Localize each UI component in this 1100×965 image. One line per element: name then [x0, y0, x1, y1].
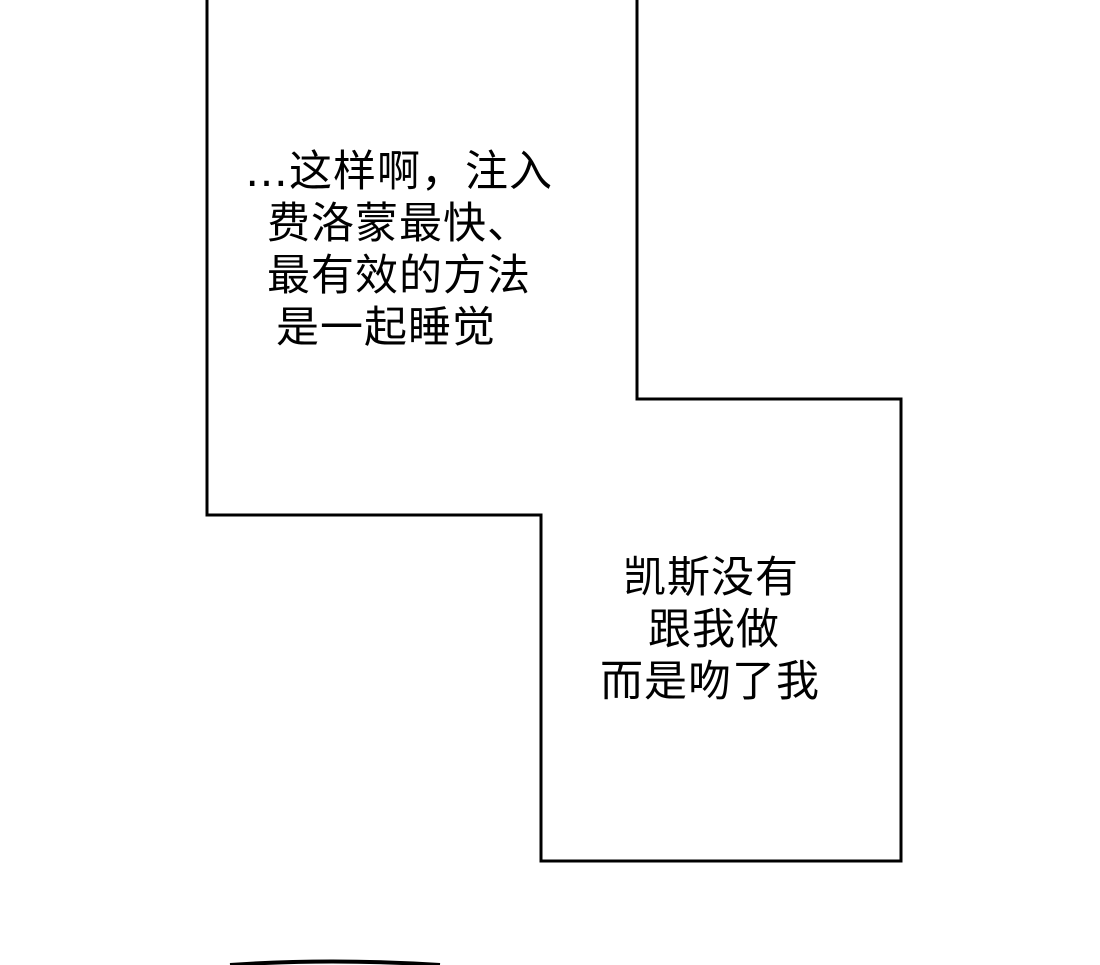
dialogue-line: 最有效的方法	[267, 251, 531, 301]
dialogue-line: 而是吻了我	[600, 657, 820, 707]
dialogue-line: 费洛蒙最快、	[267, 199, 531, 249]
panel-border	[205, 0, 903, 863]
dialogue-line: 跟我做	[648, 605, 780, 655]
next-panel-edge	[229, 959, 441, 965]
dialogue-line: …这样啊，注入	[245, 147, 553, 197]
dialogue-line: 凯斯没有	[623, 553, 799, 603]
dialogue-line: 是一起睡觉	[276, 303, 496, 353]
